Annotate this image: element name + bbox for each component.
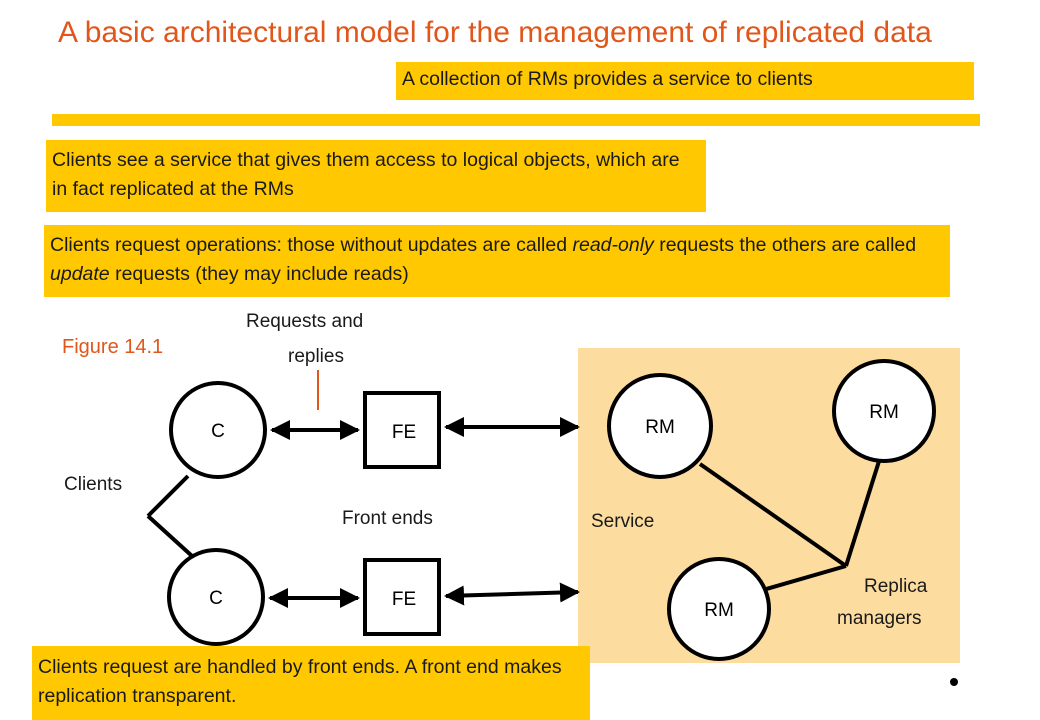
callout-operations: Clients request operations: those withou…	[44, 225, 950, 297]
front-end-node-1-label: FE	[392, 422, 416, 443]
fe-service-arrow-2	[444, 582, 580, 606]
client-connector-top	[146, 474, 190, 518]
front-end-node-2	[363, 558, 441, 636]
operations-text-1: Clients request operations: those withou…	[50, 234, 573, 256]
replica-managers-label-line2: managers	[837, 608, 922, 629]
replica-managers-label-line1: Replica	[864, 576, 928, 597]
figure-label: Figure 14.1	[62, 336, 164, 358]
replica-manager-node-3-label: RM	[704, 600, 734, 621]
requests-label-line1: Requests and	[246, 311, 364, 332]
replica-manager-node-2-label: RM	[869, 402, 899, 423]
client-connector-bottom	[146, 514, 194, 558]
rm-link-3	[755, 564, 847, 594]
client-node-1-label: C	[211, 421, 225, 442]
client-node-1	[169, 381, 267, 479]
callout-service: A collection of RMs provides a service t…	[396, 62, 974, 100]
replica-manager-node-3	[667, 557, 771, 661]
operations-update: update	[50, 263, 110, 285]
bullet-dot	[950, 678, 958, 686]
clients-label: Clients	[64, 474, 123, 495]
rm-link-2	[844, 457, 882, 567]
front-end-node-1	[363, 391, 441, 469]
operations-text-2: requests the others are called	[653, 234, 917, 256]
replica-manager-node-1	[607, 373, 713, 479]
client-node-2	[167, 548, 265, 646]
rm-link-1	[698, 462, 848, 568]
front-end-node-2-label: FE	[392, 589, 416, 610]
requests-label-line2: replies	[288, 346, 344, 367]
replica-manager-node-1-label: RM	[645, 417, 675, 438]
callout-logical-objects: Clients see a service that gives them ac…	[46, 140, 706, 212]
front-ends-label: Front ends	[342, 508, 433, 529]
operations-read-only: read-only	[572, 234, 654, 256]
operations-text-3: requests (they may include reads)	[109, 263, 409, 285]
client-node-2-label: C	[209, 588, 223, 609]
callout-front-ends: Clients request are handled by front end…	[32, 646, 590, 720]
page-title: A basic architectural model for the mana…	[58, 16, 932, 49]
title-divider	[52, 114, 980, 126]
service-label: Service	[591, 511, 655, 532]
replica-manager-node-2	[832, 359, 936, 463]
